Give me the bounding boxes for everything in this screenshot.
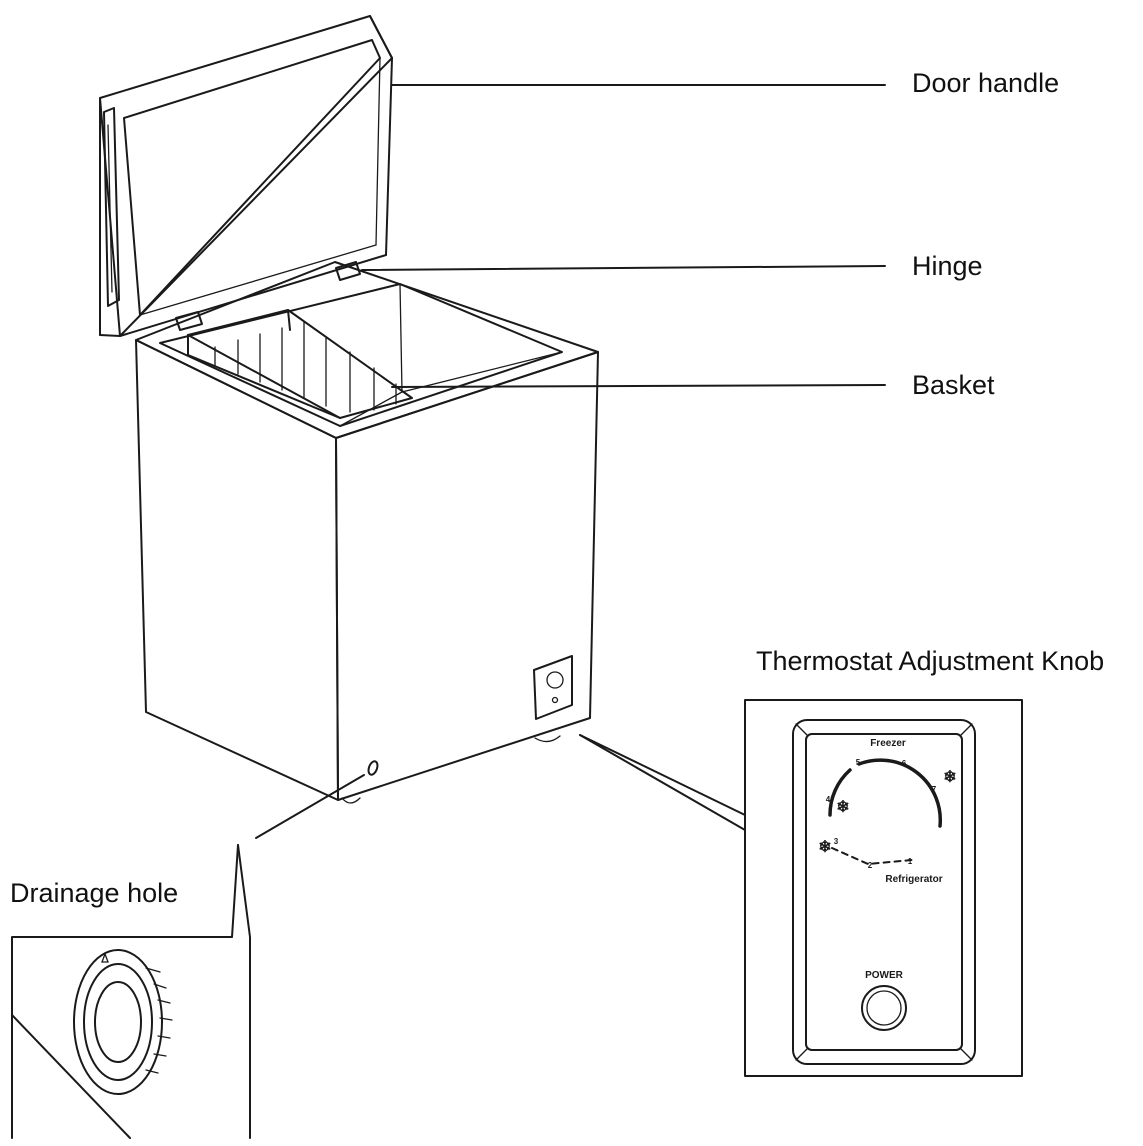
- drainage-cap: [73, 949, 173, 1095]
- svg-text:❄: ❄: [818, 839, 831, 856]
- dial-number-2: 2: [868, 861, 873, 870]
- freezer-label: Freezer: [870, 738, 906, 749]
- dial-number-5: 5: [856, 758, 861, 767]
- basket-label: Basket: [912, 370, 995, 400]
- freezer-lid: [99, 15, 393, 337]
- drainage-hole-small: [367, 760, 379, 776]
- door-handle: [103, 107, 120, 307]
- snowflake-icon-right: ❄: [943, 769, 956, 786]
- hinge-left: [175, 311, 203, 331]
- freezer-cabinet: [135, 261, 599, 801]
- triangle-marker-icon: [101, 952, 109, 963]
- door-handle-label: Door handle: [912, 68, 1060, 98]
- refrigerator-label: Refrigerator: [885, 874, 942, 885]
- dial-number-6: 6: [902, 759, 907, 768]
- drainage-hole-label: Drainage hole: [10, 878, 179, 908]
- power-label: POWER: [865, 970, 904, 981]
- hinge-right: [335, 261, 361, 281]
- power-button: [861, 985, 907, 1031]
- control-panel-small: [533, 655, 573, 720]
- svg-text:❄: ❄: [836, 799, 849, 816]
- dial-number-4: 4: [826, 795, 831, 804]
- thermostat-dial: [828, 758, 943, 865]
- hinge-label: Hinge: [912, 251, 983, 281]
- basket: [187, 309, 413, 419]
- dial-number-7: 7: [932, 785, 937, 794]
- thermostat-label: Thermostat Adjustment Knob: [756, 646, 1105, 676]
- leader-lines: [255, 84, 886, 839]
- snowflake-icon: ❄: [836, 799, 849, 816]
- dial-number-3: 3: [834, 837, 839, 846]
- thermostat-inset: [744, 699, 1023, 1077]
- dial-number-1: 1: [908, 857, 913, 866]
- svg-text:❄: ❄: [943, 769, 956, 786]
- cabinet-feet: [341, 735, 561, 804]
- snowflake-icon-left: ❄: [818, 839, 831, 856]
- drainage-inset: [11, 844, 251, 1139]
